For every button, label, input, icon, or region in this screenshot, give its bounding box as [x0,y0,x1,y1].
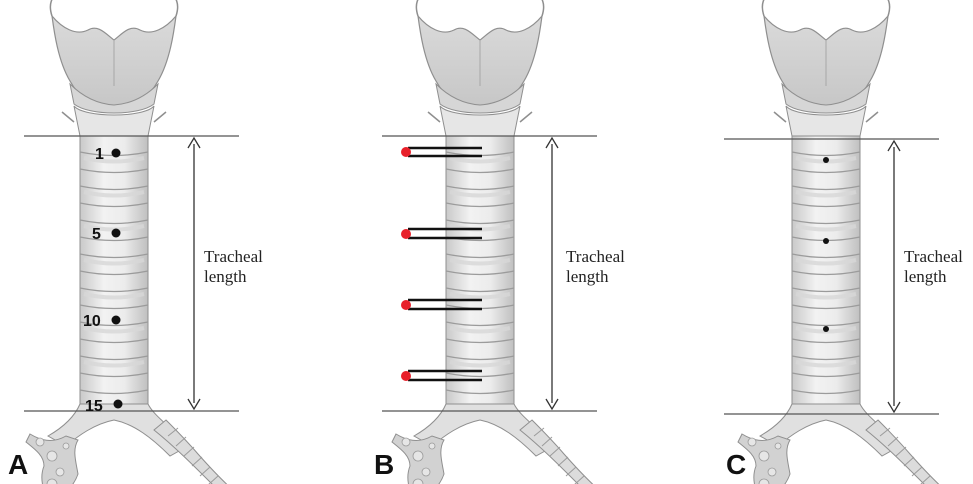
ring-label-5: 5 [92,226,101,243]
trachea-illustration-c [738,0,952,484]
length-label-line2-b: length [566,267,609,286]
panel-letter-b: B [374,449,394,480]
length-label-line1-c: Tracheal [904,247,963,266]
panel-c: Tracheal length C [724,0,963,484]
panel-b: Tracheal length B [374,0,625,484]
length-label-line1-b: Tracheal [566,247,625,266]
length-label-line2-c: length [904,267,947,286]
ring-label-10: 10 [83,313,101,330]
ring-marker-5 [112,229,121,238]
ring-marker-10 [112,316,121,325]
ring-marker-15 [114,400,123,409]
panel-a: 1 5 10 15 Tracheal length A [8,0,263,484]
ring-label-15: 15 [85,398,103,415]
small-dot-3 [823,326,829,332]
panel-letter-a: A [8,449,28,480]
ring-marker-1 [112,149,121,158]
small-dot-2 [823,238,829,244]
panel-letter-c: C [726,449,746,480]
length-label-line1-a: Tracheal [204,247,263,266]
length-label-line2-a: length [204,267,247,286]
ring-label-1: 1 [95,146,104,163]
small-dot-1 [823,157,829,163]
